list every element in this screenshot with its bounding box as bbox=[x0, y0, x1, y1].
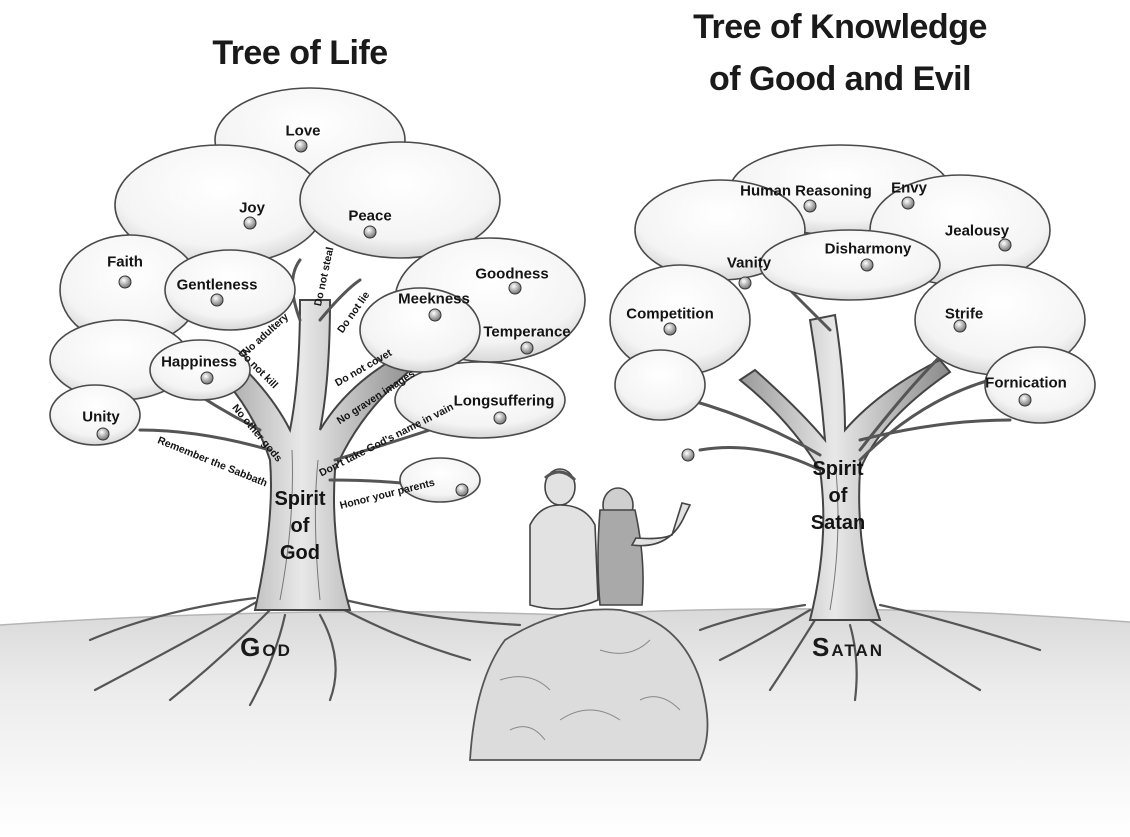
spirit-of-satan-line3: Satan bbox=[810, 512, 866, 534]
fruit-label-strife: Strife bbox=[944, 305, 984, 323]
man-figure bbox=[529, 468, 599, 610]
tree-of-life-canopy bbox=[49, 87, 586, 503]
fruit-label-jealousy: Jealousy bbox=[944, 222, 1010, 240]
fruit-label-meekness: Meekness bbox=[398, 290, 470, 308]
rock bbox=[469, 608, 709, 761]
tree-of-life bbox=[49, 87, 586, 707]
spirit-of-god-line1: Spirit bbox=[274, 488, 326, 510]
fruit-label-fornication: Fornication bbox=[985, 374, 1067, 392]
tree-of-knowledge-fruits bbox=[663, 196, 1032, 462]
fruit-label-temperance: Temperance bbox=[483, 323, 571, 341]
fruit-label-goodness: Goodness bbox=[475, 265, 549, 283]
spirit-of-satan-label: Spirit of Satan bbox=[811, 456, 865, 537]
spirit-of-god-line2: of bbox=[290, 515, 310, 537]
fruit-label-unity: Unity bbox=[82, 408, 120, 426]
tree-of-knowledge bbox=[609, 144, 1096, 702]
fruit-label-gentleness: Gentleness bbox=[176, 276, 258, 294]
fruit-label-love: Love bbox=[285, 122, 321, 140]
fruit-label-disharmony: Disharmony bbox=[824, 240, 912, 258]
god-root-label: GOD bbox=[240, 632, 292, 663]
fruit-label-happiness: Happiness bbox=[161, 353, 237, 371]
fruit-label-envy: Envy bbox=[891, 179, 927, 197]
spirit-of-satan-line1: Spirit bbox=[812, 458, 864, 480]
fruit-label-peace: Peace bbox=[348, 207, 392, 225]
fruit-label-competition: Competition bbox=[626, 305, 714, 323]
god-root-initial: G bbox=[240, 632, 263, 662]
fruit-label-vanity: Vanity bbox=[726, 254, 772, 272]
spirit-of-god-label: Spirit of God bbox=[274, 486, 325, 567]
rock-and-couple bbox=[469, 468, 709, 761]
tree-of-life-roots bbox=[88, 596, 522, 707]
fruit-label-faith: Faith bbox=[107, 253, 143, 271]
tree-of-life-fruits bbox=[96, 139, 534, 497]
spirit-of-god-line3: God bbox=[280, 542, 320, 564]
tree-of-knowledge-title-line2: of Good and Evil bbox=[708, 60, 972, 98]
tree-of-knowledge-canopy bbox=[609, 144, 1096, 424]
fruit-label-joy: Joy bbox=[239, 199, 265, 217]
satan-root-label: SATAN bbox=[812, 632, 884, 663]
tree-of-knowledge-title-line1: Tree of Knowledge bbox=[693, 8, 987, 46]
spirit-of-satan-line2: of bbox=[828, 485, 848, 507]
tree-of-knowledge-roots bbox=[698, 603, 1042, 702]
fruit-label-human-reasoning: Human Reasoning bbox=[740, 182, 872, 200]
fruit-label-longsuffering: Longsuffering bbox=[453, 392, 555, 410]
tree-of-life-title: Tree of Life bbox=[212, 34, 388, 72]
satan-root-initial: S bbox=[811, 632, 832, 662]
god-root-rest: OD bbox=[262, 641, 292, 660]
woman-figure bbox=[597, 487, 692, 606]
satan-root-rest: ATAN bbox=[831, 641, 885, 660]
